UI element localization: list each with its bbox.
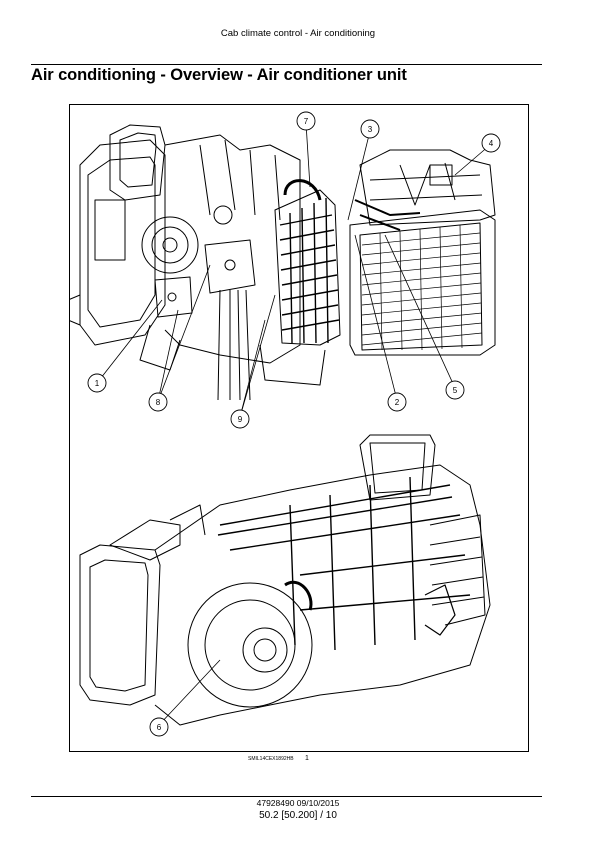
- lower-view-drawing: [79, 434, 491, 726]
- page-title: Air conditioning - Overview - Air condit…: [31, 66, 407, 84]
- callout-7-label: 7: [304, 117, 309, 126]
- callout-3: [360, 119, 380, 139]
- callout-5: [445, 380, 465, 400]
- callout-1-label: 1: [95, 379, 100, 388]
- callout-2-label: 2: [395, 398, 400, 407]
- callouts: [87, 111, 501, 737]
- callout-9: [230, 409, 250, 429]
- callout-leader-lines: [96, 122, 491, 726]
- header-section-title: Cab climate control - Air conditioning: [220, 28, 376, 39]
- callout-5-label: 5: [453, 386, 458, 395]
- footer-rule: [31, 796, 542, 797]
- image-reference: SMIL14CEX1892HB: [248, 756, 294, 762]
- callout-9-label: 9: [238, 415, 243, 424]
- header-rule: [31, 64, 542, 65]
- callout-4: [481, 133, 501, 153]
- figure-frame: 1 2 3 4 5 6 7 8 9: [69, 104, 529, 752]
- callout-7: [296, 111, 316, 131]
- footer-document-ref: 47928490 09/10/2015: [256, 798, 340, 808]
- upper-view-drawing: [70, 124, 496, 401]
- air-conditioner-unit-illustration: 1 2 3 4 5 6 7 8 9: [70, 111, 501, 737]
- callout-8: [148, 392, 168, 412]
- callout-6: [149, 717, 169, 737]
- footer-page-ref: 50.2 [50.200] / 10: [259, 810, 337, 821]
- callout-3-label: 3: [368, 125, 373, 134]
- figure-caption: SMIL14CEX1892HB 1: [248, 755, 309, 762]
- callout-6-label: 6: [157, 723, 162, 732]
- figure-number: 1: [304, 755, 309, 762]
- callout-1: [87, 373, 107, 393]
- callout-8-label: 8: [156, 398, 161, 407]
- callout-2: [387, 392, 407, 412]
- callout-4-label: 4: [489, 139, 494, 148]
